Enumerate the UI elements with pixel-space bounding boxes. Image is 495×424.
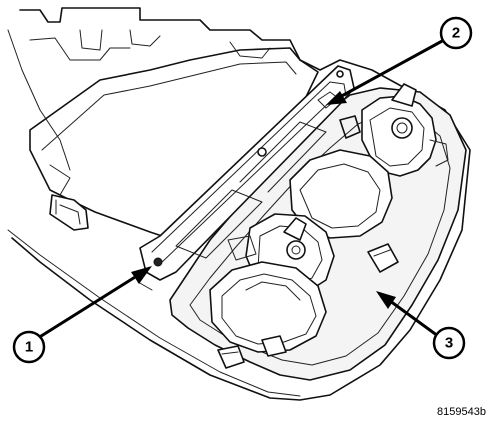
leader-line-2 [336, 38, 446, 100]
switch-module [137, 65, 355, 291]
arrowhead-1 [131, 266, 152, 284]
retaining-clip [49, 194, 89, 231]
callout-1: 1 [12, 330, 46, 364]
leader-line-3 [384, 296, 440, 338]
callout-3-label: 3 [445, 335, 453, 352]
headliner-panel [7, 7, 471, 401]
callout-2: 2 [439, 16, 473, 50]
callout-3: 3 [432, 326, 466, 360]
callout-2-label: 2 [452, 25, 460, 42]
housing-clip-right [367, 243, 399, 273]
wire-connector [217, 335, 287, 369]
lamp-lens-lower [209, 261, 327, 353]
leader-line-1 [36, 272, 142, 340]
callout-1-label: 1 [25, 339, 33, 356]
figure-id: 8159543b [437, 406, 486, 418]
callout-leaders [36, 38, 446, 340]
arrowhead-3 [376, 291, 396, 309]
lamp-socket-assembly [339, 83, 449, 177]
arrowhead-2 [326, 91, 347, 105]
